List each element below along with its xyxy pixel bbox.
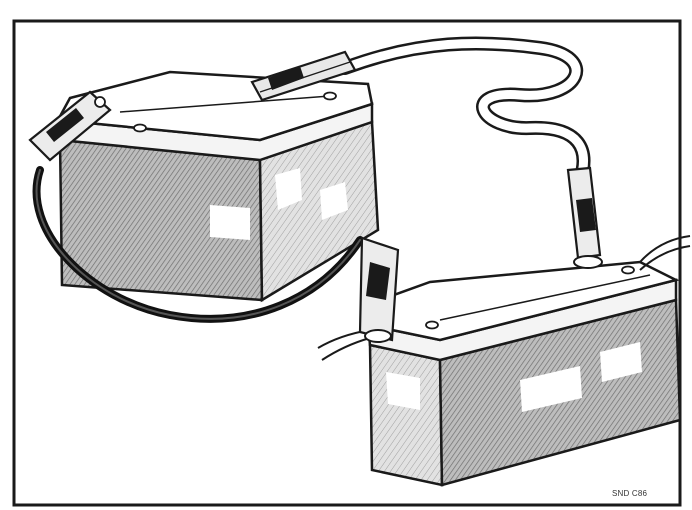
right-battery-front [370,345,442,485]
clip-right-negative [360,238,398,342]
figure-code: SND C86 [612,489,647,498]
